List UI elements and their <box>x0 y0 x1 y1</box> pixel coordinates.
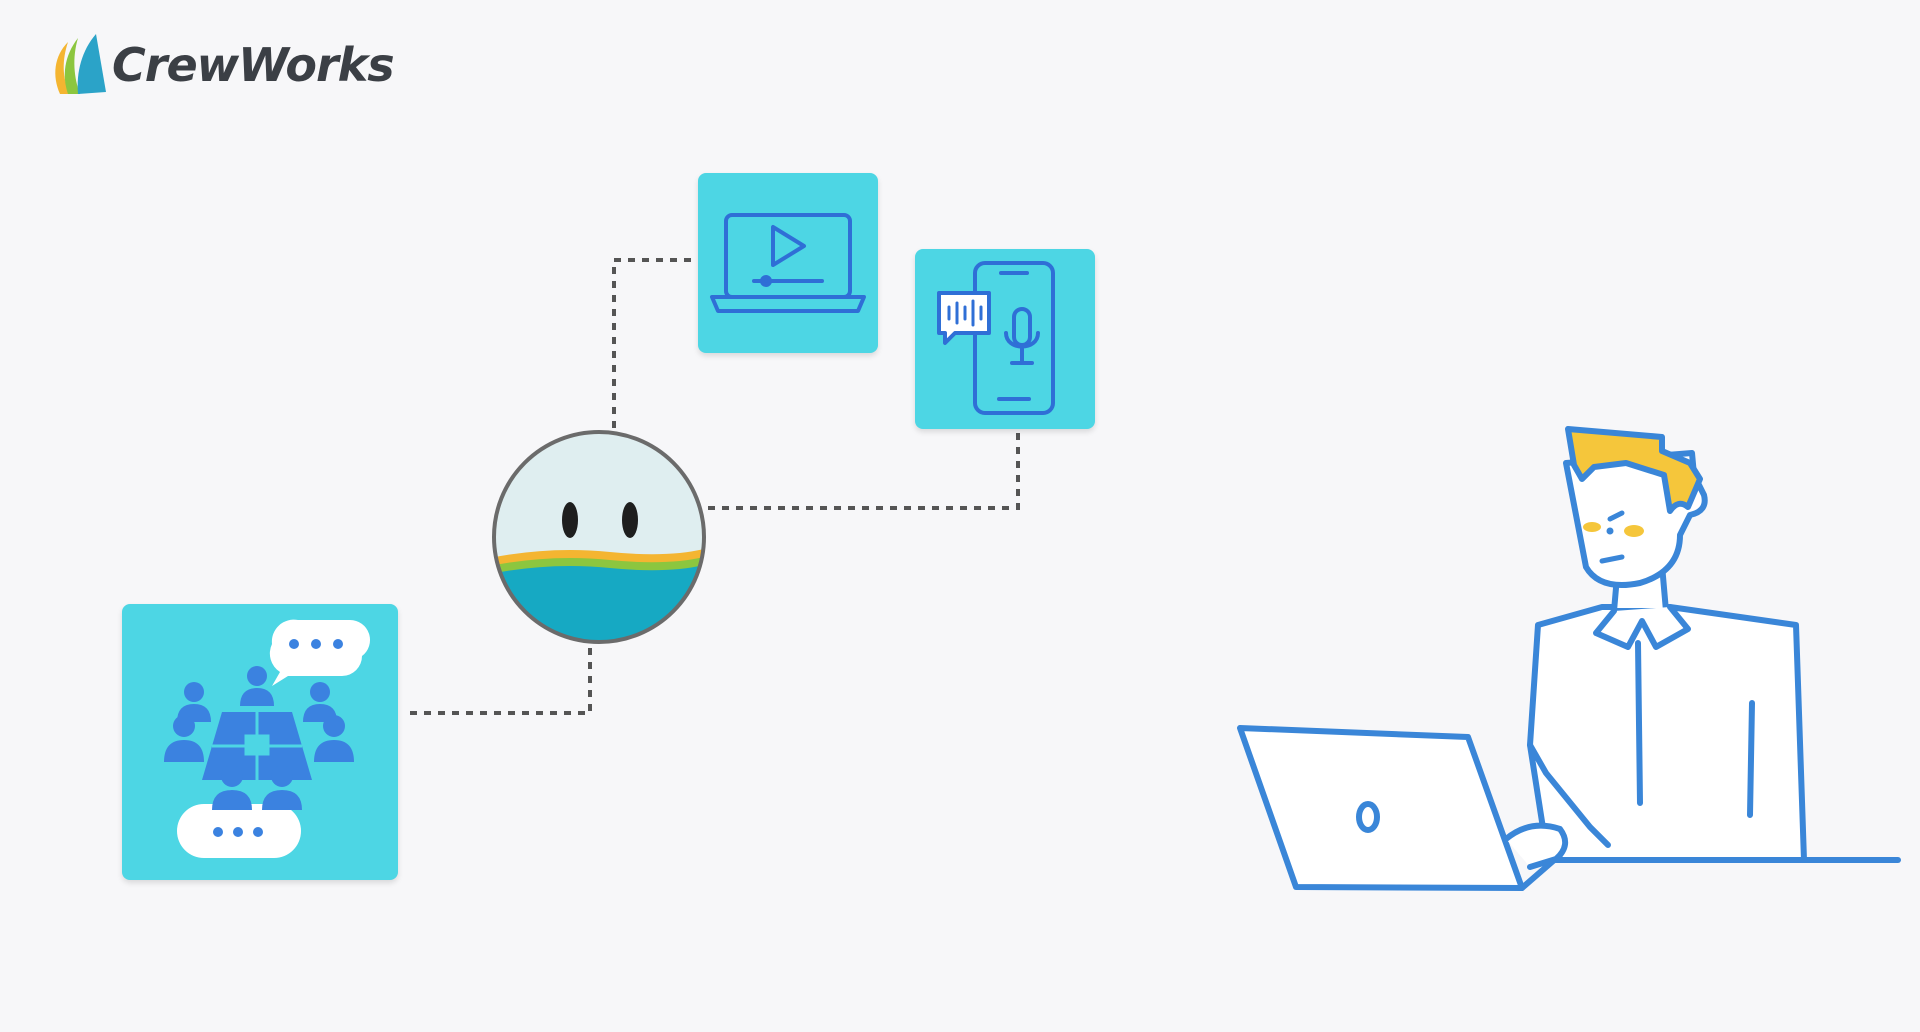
laptop-video-play-icon <box>710 213 866 313</box>
connector-hub-to-mobile <box>708 432 1020 510</box>
team-meeting-chat-icon <box>164 619 370 858</box>
connector-hub-to-video <box>612 258 692 428</box>
mobile-voice-tile <box>915 249 1095 429</box>
team-meeting-tile <box>122 604 398 880</box>
crewworks-logo: CrewWorks <box>48 30 395 100</box>
video-tile <box>698 173 878 353</box>
phone-voice-microphone-icon <box>937 261 1055 415</box>
mascot-left-eye <box>562 502 578 538</box>
mascot-right-eye <box>622 502 638 538</box>
logo-wordmark: CrewWorks <box>112 38 395 92</box>
connector-hub-to-meeting <box>406 648 592 715</box>
person-at-laptop-illustration <box>1237 426 1901 891</box>
crewworks-mascot-face-icon <box>492 430 706 644</box>
crewworks-sail-logo-icon <box>55 34 106 94</box>
